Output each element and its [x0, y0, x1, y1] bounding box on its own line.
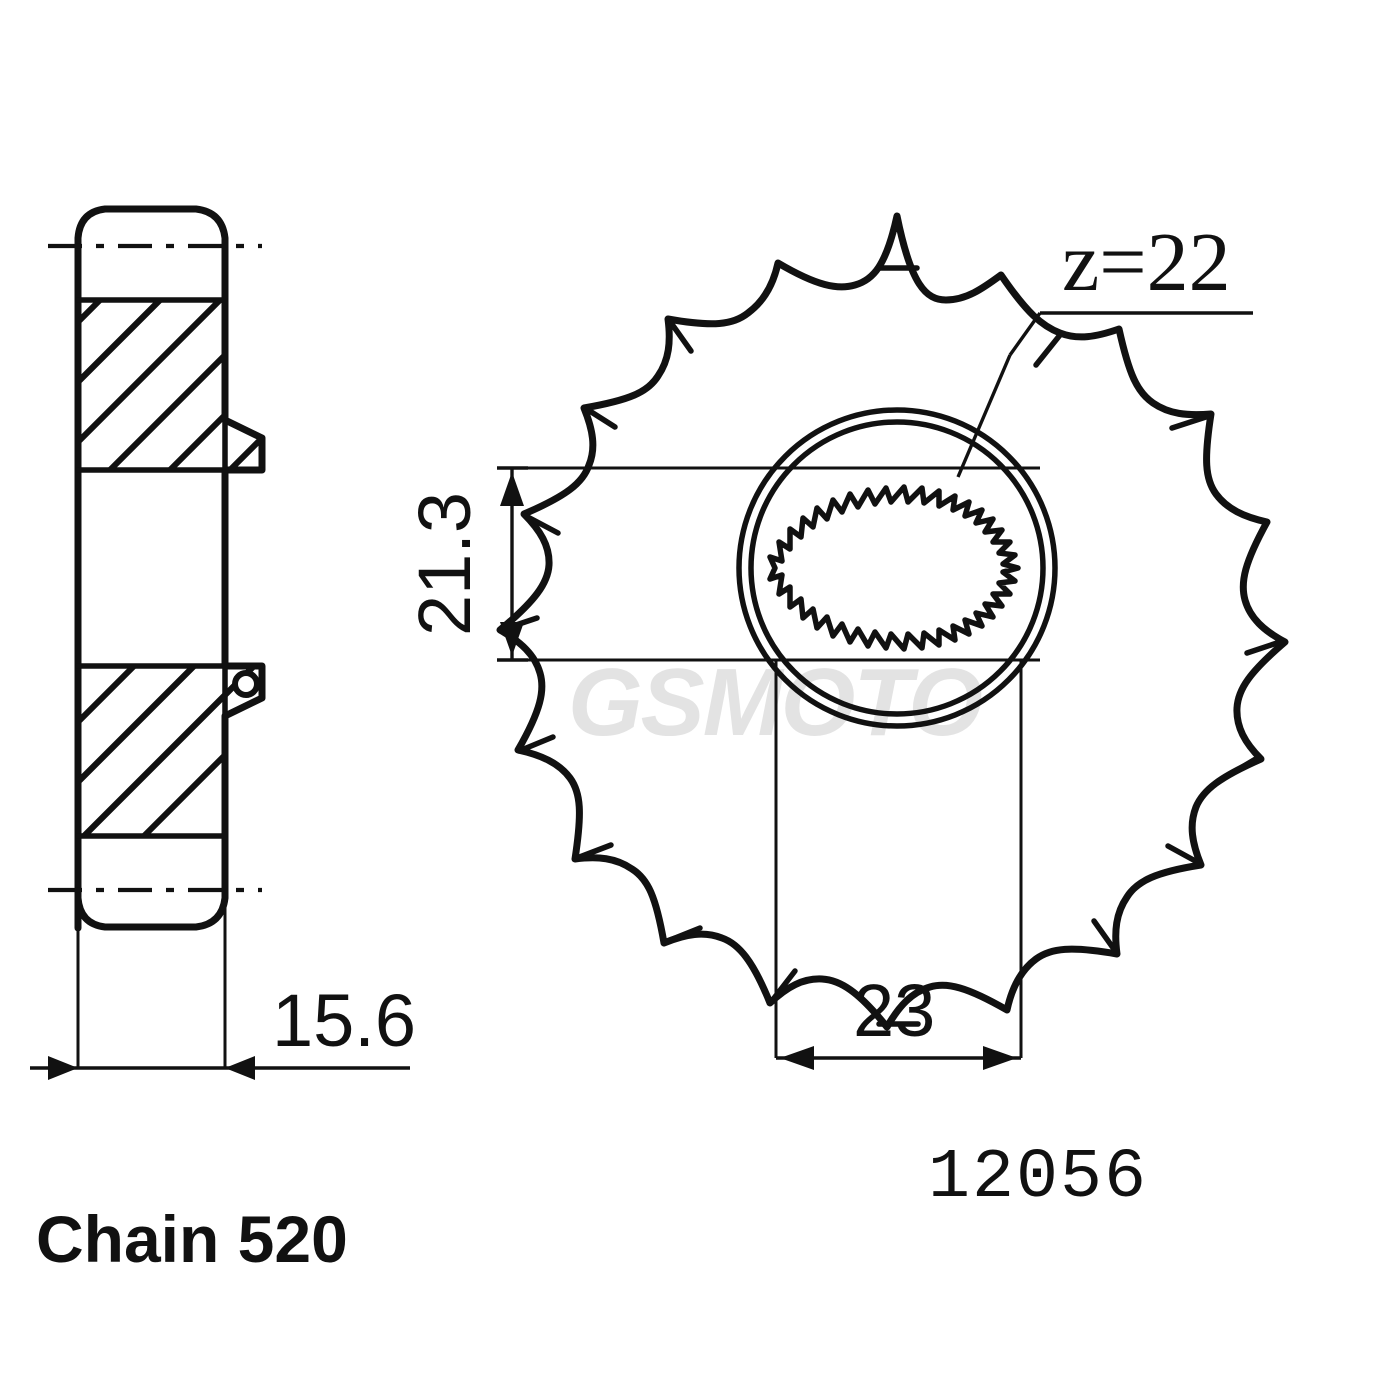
teeth-count-label: z=22: [1062, 216, 1231, 309]
dimension-bore-width: 21.3: [403, 466, 1040, 662]
sprocket-front-view: z=22 21.3 23 12056: [403, 212, 1289, 1218]
hub-inner-circle: [748, 419, 1046, 717]
part-number-label: 12056: [928, 1139, 1148, 1218]
section-hatching-upper: [78, 300, 262, 470]
dimension-thickness-label: 15.6: [272, 979, 416, 1062]
dimension-thickness: 15.6: [30, 979, 416, 1080]
dimension-bore-height-label: 23: [853, 969, 935, 1052]
dimension-bore-height: 23: [774, 660, 1023, 1070]
hub-outer-circle: [736, 407, 1058, 729]
teeth-count-leader: [956, 311, 1253, 478]
section-outline: [74, 205, 266, 932]
sprocket-teeth-outline: [496, 212, 1289, 1031]
cross-section-view: 15.6: [30, 205, 416, 1080]
section-fillet: [232, 670, 260, 698]
section-hatching-lower: [78, 666, 262, 836]
spline-ring: [767, 484, 1021, 652]
dimension-bore-width-label: 21.3: [403, 492, 486, 636]
chain-spec-label: Chain 520: [36, 1202, 348, 1276]
tooth-tip-notches: [498, 265, 1286, 1027]
